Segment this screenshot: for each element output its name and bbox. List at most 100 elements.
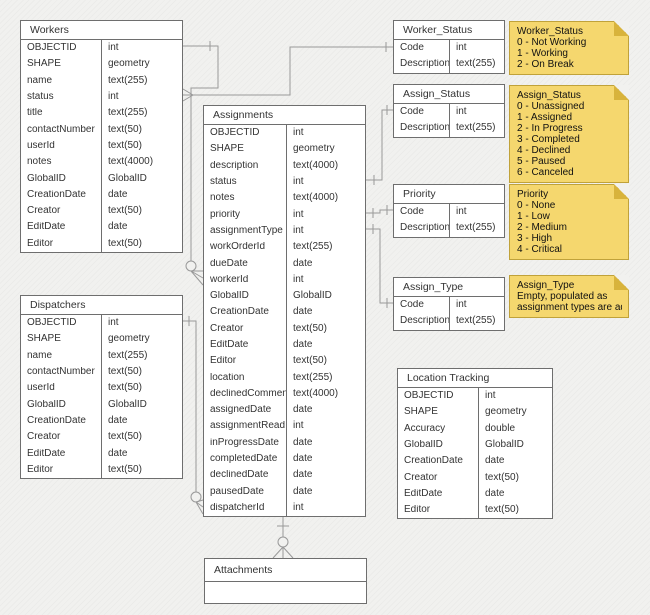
field-name: Code <box>400 107 424 118</box>
field-name: Code <box>400 43 424 54</box>
field-name: userId <box>27 140 55 151</box>
field-type: text(4000) <box>286 385 365 403</box>
connector-assignments-assign-type <box>366 224 393 308</box>
field-name: userId <box>27 383 55 394</box>
connector-assignments-attachments <box>272 515 294 559</box>
note-line: 3 - High <box>517 233 553 244</box>
field-name: name <box>27 350 53 361</box>
field-type: geometry <box>478 404 552 421</box>
field-name: workerId <box>210 274 249 285</box>
field-type: text(255) <box>101 105 182 122</box>
field-type: date <box>101 186 182 203</box>
field-name: priority <box>210 209 241 220</box>
field-name: assignmentType <box>210 225 283 236</box>
field-type: text(4000) <box>286 157 365 174</box>
field-type: text(255) <box>449 220 504 237</box>
field-type: text(255) <box>449 120 504 137</box>
field-name: status <box>27 92 54 103</box>
field-type: text(255) <box>101 72 182 89</box>
field-name: Description <box>400 59 449 70</box>
field-name: CreationDate <box>27 415 86 426</box>
note-line: 0 - Not Working <box>517 37 587 48</box>
connector-assignments-assign-status <box>366 105 393 185</box>
field-type: text(50) <box>286 353 365 370</box>
field-name: EditDate <box>27 448 66 459</box>
field-type: int <box>286 206 365 223</box>
field-type: text(50) <box>101 235 182 252</box>
note-line: assignment types are added <box>517 302 622 313</box>
field-name: assignedDate <box>210 405 272 416</box>
field-type: text(255) <box>449 313 504 330</box>
field-type: text(50) <box>101 363 182 381</box>
field-name: assignmentRead <box>210 421 286 432</box>
field-type: date <box>286 255 365 272</box>
field-name: SHAPE <box>210 144 244 155</box>
connector-workers-worker-status <box>182 42 393 102</box>
field-type: text(50) <box>478 502 552 519</box>
field-name: Creator <box>404 472 438 483</box>
field-name: EditDate <box>210 340 249 350</box>
connector-dispatchers-assignments <box>183 316 204 515</box>
field-type: GlobalID <box>286 287 365 305</box>
field-type: int <box>101 315 182 332</box>
field-type: text(50) <box>286 320 365 337</box>
field-row: userId text(50) <box>21 137 182 155</box>
note-line: 1 - Assigned <box>517 112 573 123</box>
field-name: Editor <box>210 356 237 367</box>
field-name: Description <box>400 316 449 327</box>
field-type: text(50) <box>101 137 182 155</box>
field-name: CreationDate <box>27 189 86 200</box>
field-name: EditDate <box>404 488 443 499</box>
table-attachments: Attachments <box>204 558 367 604</box>
field-type: date <box>286 304 365 321</box>
field-type: text(50) <box>101 121 182 138</box>
field-row: GlobalID GlobalID <box>21 396 182 413</box>
table-title: Assignments <box>204 106 365 125</box>
field-type: date <box>286 434 365 451</box>
field-type: geometry <box>286 141 365 158</box>
field-type: int <box>286 173 365 191</box>
field-name: GlobalID <box>404 440 443 451</box>
field-type: date <box>286 483 365 500</box>
note-line: Empty, populated as <box>517 291 608 302</box>
field-type: date <box>286 450 365 468</box>
field-name: GlobalID <box>27 399 66 410</box>
table-title: Location Tracking <box>398 369 552 388</box>
note-line: 5 - Paused <box>517 156 566 167</box>
field-type: GlobalID <box>101 396 182 413</box>
